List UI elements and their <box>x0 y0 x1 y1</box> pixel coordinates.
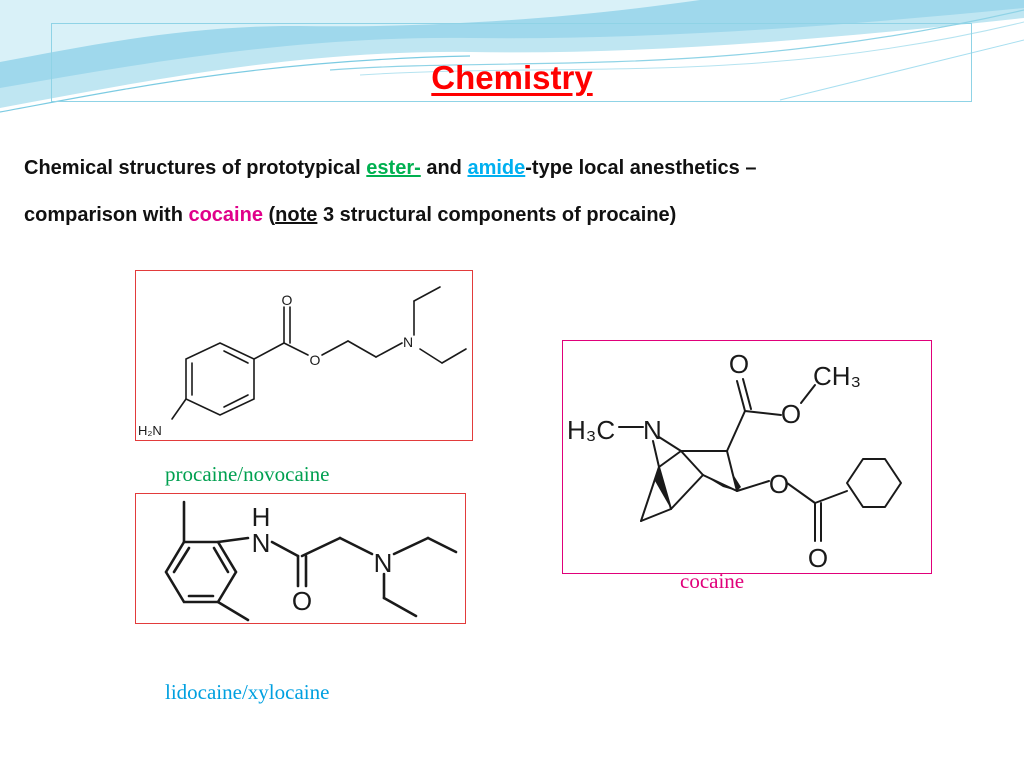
lidocaine-structure: H N O N <box>135 493 466 624</box>
description-line-2: comparison with cocaine (note 3 structur… <box>24 204 677 226</box>
cocaine-benzoate-o: O <box>769 469 789 499</box>
procaine-caption: procaine/novocaine <box>165 462 330 486</box>
cocaine-caption: cocaine <box>680 569 745 593</box>
note-term: note <box>275 204 318 226</box>
lidocaine-caption: lidocaine/xylocaine <box>165 680 330 704</box>
lidocaine-amide-n: N <box>252 528 271 558</box>
amide-term: amide <box>467 157 526 179</box>
procaine-amino-group: H₂N <box>138 423 162 438</box>
lidocaine-carbonyl-o: O <box>292 586 312 616</box>
cocaine-benzoate-carbonyl-o: O <box>808 543 828 573</box>
ester-term: ester- <box>366 157 421 179</box>
cocaine-methyl: CH₃ <box>813 361 861 391</box>
lidocaine-amide-h: H <box>252 502 271 532</box>
cocaine-structure-diagram: H₃C N O O CH₃ O O <box>567 349 902 573</box>
slide-title: Chemistry <box>431 59 593 96</box>
procaine-carbonyl-o: O <box>282 292 293 308</box>
lidocaine-structure-diagram: H N O N <box>164 500 458 622</box>
cocaine-ester-o: O <box>781 399 801 429</box>
procaine-structure: O O N H₂N <box>135 270 473 441</box>
lidocaine-amine-n: N <box>374 548 393 578</box>
procaine-ester-o: O <box>310 352 321 368</box>
header-wave-decoration <box>0 0 1024 113</box>
cocaine-n-methyl: H₃C <box>567 415 615 445</box>
cocaine-structure: H₃C N O O CH₃ O O <box>562 340 932 574</box>
title-frame <box>51 23 972 102</box>
cocaine-term: cocaine <box>188 204 263 226</box>
description-line-1: Chemical structures of prototypical este… <box>24 157 757 179</box>
procaine-structure-diagram: O O N H₂N <box>138 286 467 438</box>
cocaine-ester-carbonyl-o: O <box>729 349 749 379</box>
procaine-amine-n: N <box>403 334 413 350</box>
cocaine-n: N <box>643 415 662 445</box>
